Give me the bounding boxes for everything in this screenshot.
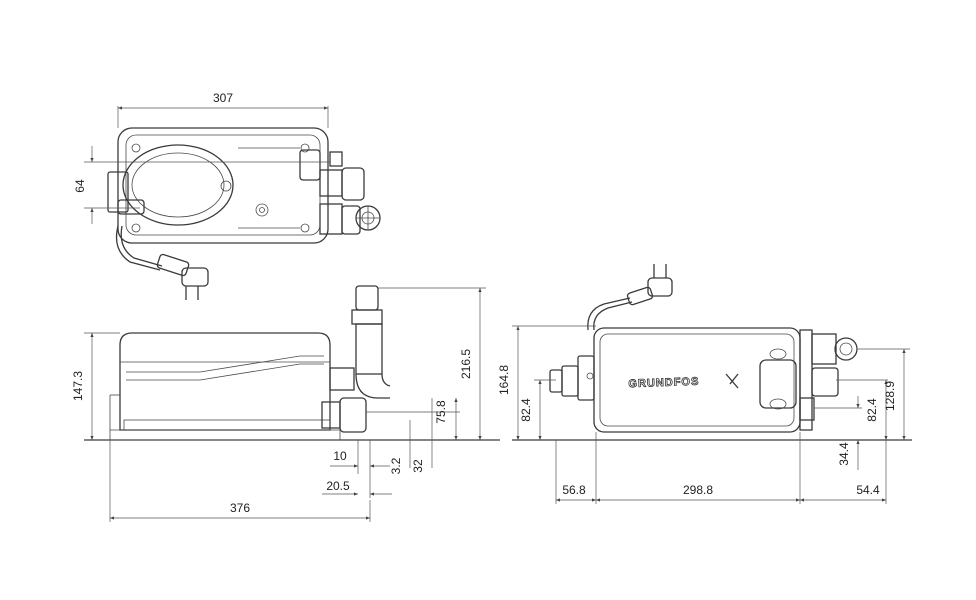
dim-164-8-label: 164.8: [497, 365, 511, 395]
dim-20-5-label: 20.5: [326, 479, 350, 493]
dim-64-label: 64: [73, 179, 87, 193]
logo-x-mark: [725, 373, 739, 389]
dim-82-4-left-label: 82.4: [519, 398, 533, 422]
dim-34-4-label: 34.4: [837, 442, 851, 466]
dim-3-2-label: 3.2: [389, 457, 403, 474]
dim-216-5-label: 216.5: [459, 349, 473, 379]
top-view: 307 64: [73, 91, 381, 300]
dim-376-label: 376: [230, 501, 250, 515]
dim-32-label: 32: [411, 459, 425, 473]
dim-128-9-label: 128.9: [883, 381, 897, 411]
dim-10-label: 10: [333, 449, 347, 463]
dim-82-4-right-label: 82.4: [865, 398, 879, 422]
dim-54-4-label: 54.4: [856, 483, 880, 497]
front-view: GRUNDFOS 164.8 82.4 82.4 128.9: [497, 264, 912, 504]
grundfos-logo: GRUNDFOS: [628, 376, 699, 390]
side-view: 147.3 216.5 75.8 32 3.2 10 20.5 376: [71, 285, 500, 522]
dim-56-8-label: 56.8: [562, 483, 586, 497]
dim-298-8-label: 298.8: [683, 483, 713, 497]
dim-307-label: 307: [213, 91, 233, 105]
dim-147-3-label: 147.3: [71, 371, 85, 401]
dim-75-8-label: 75.8: [434, 400, 448, 424]
